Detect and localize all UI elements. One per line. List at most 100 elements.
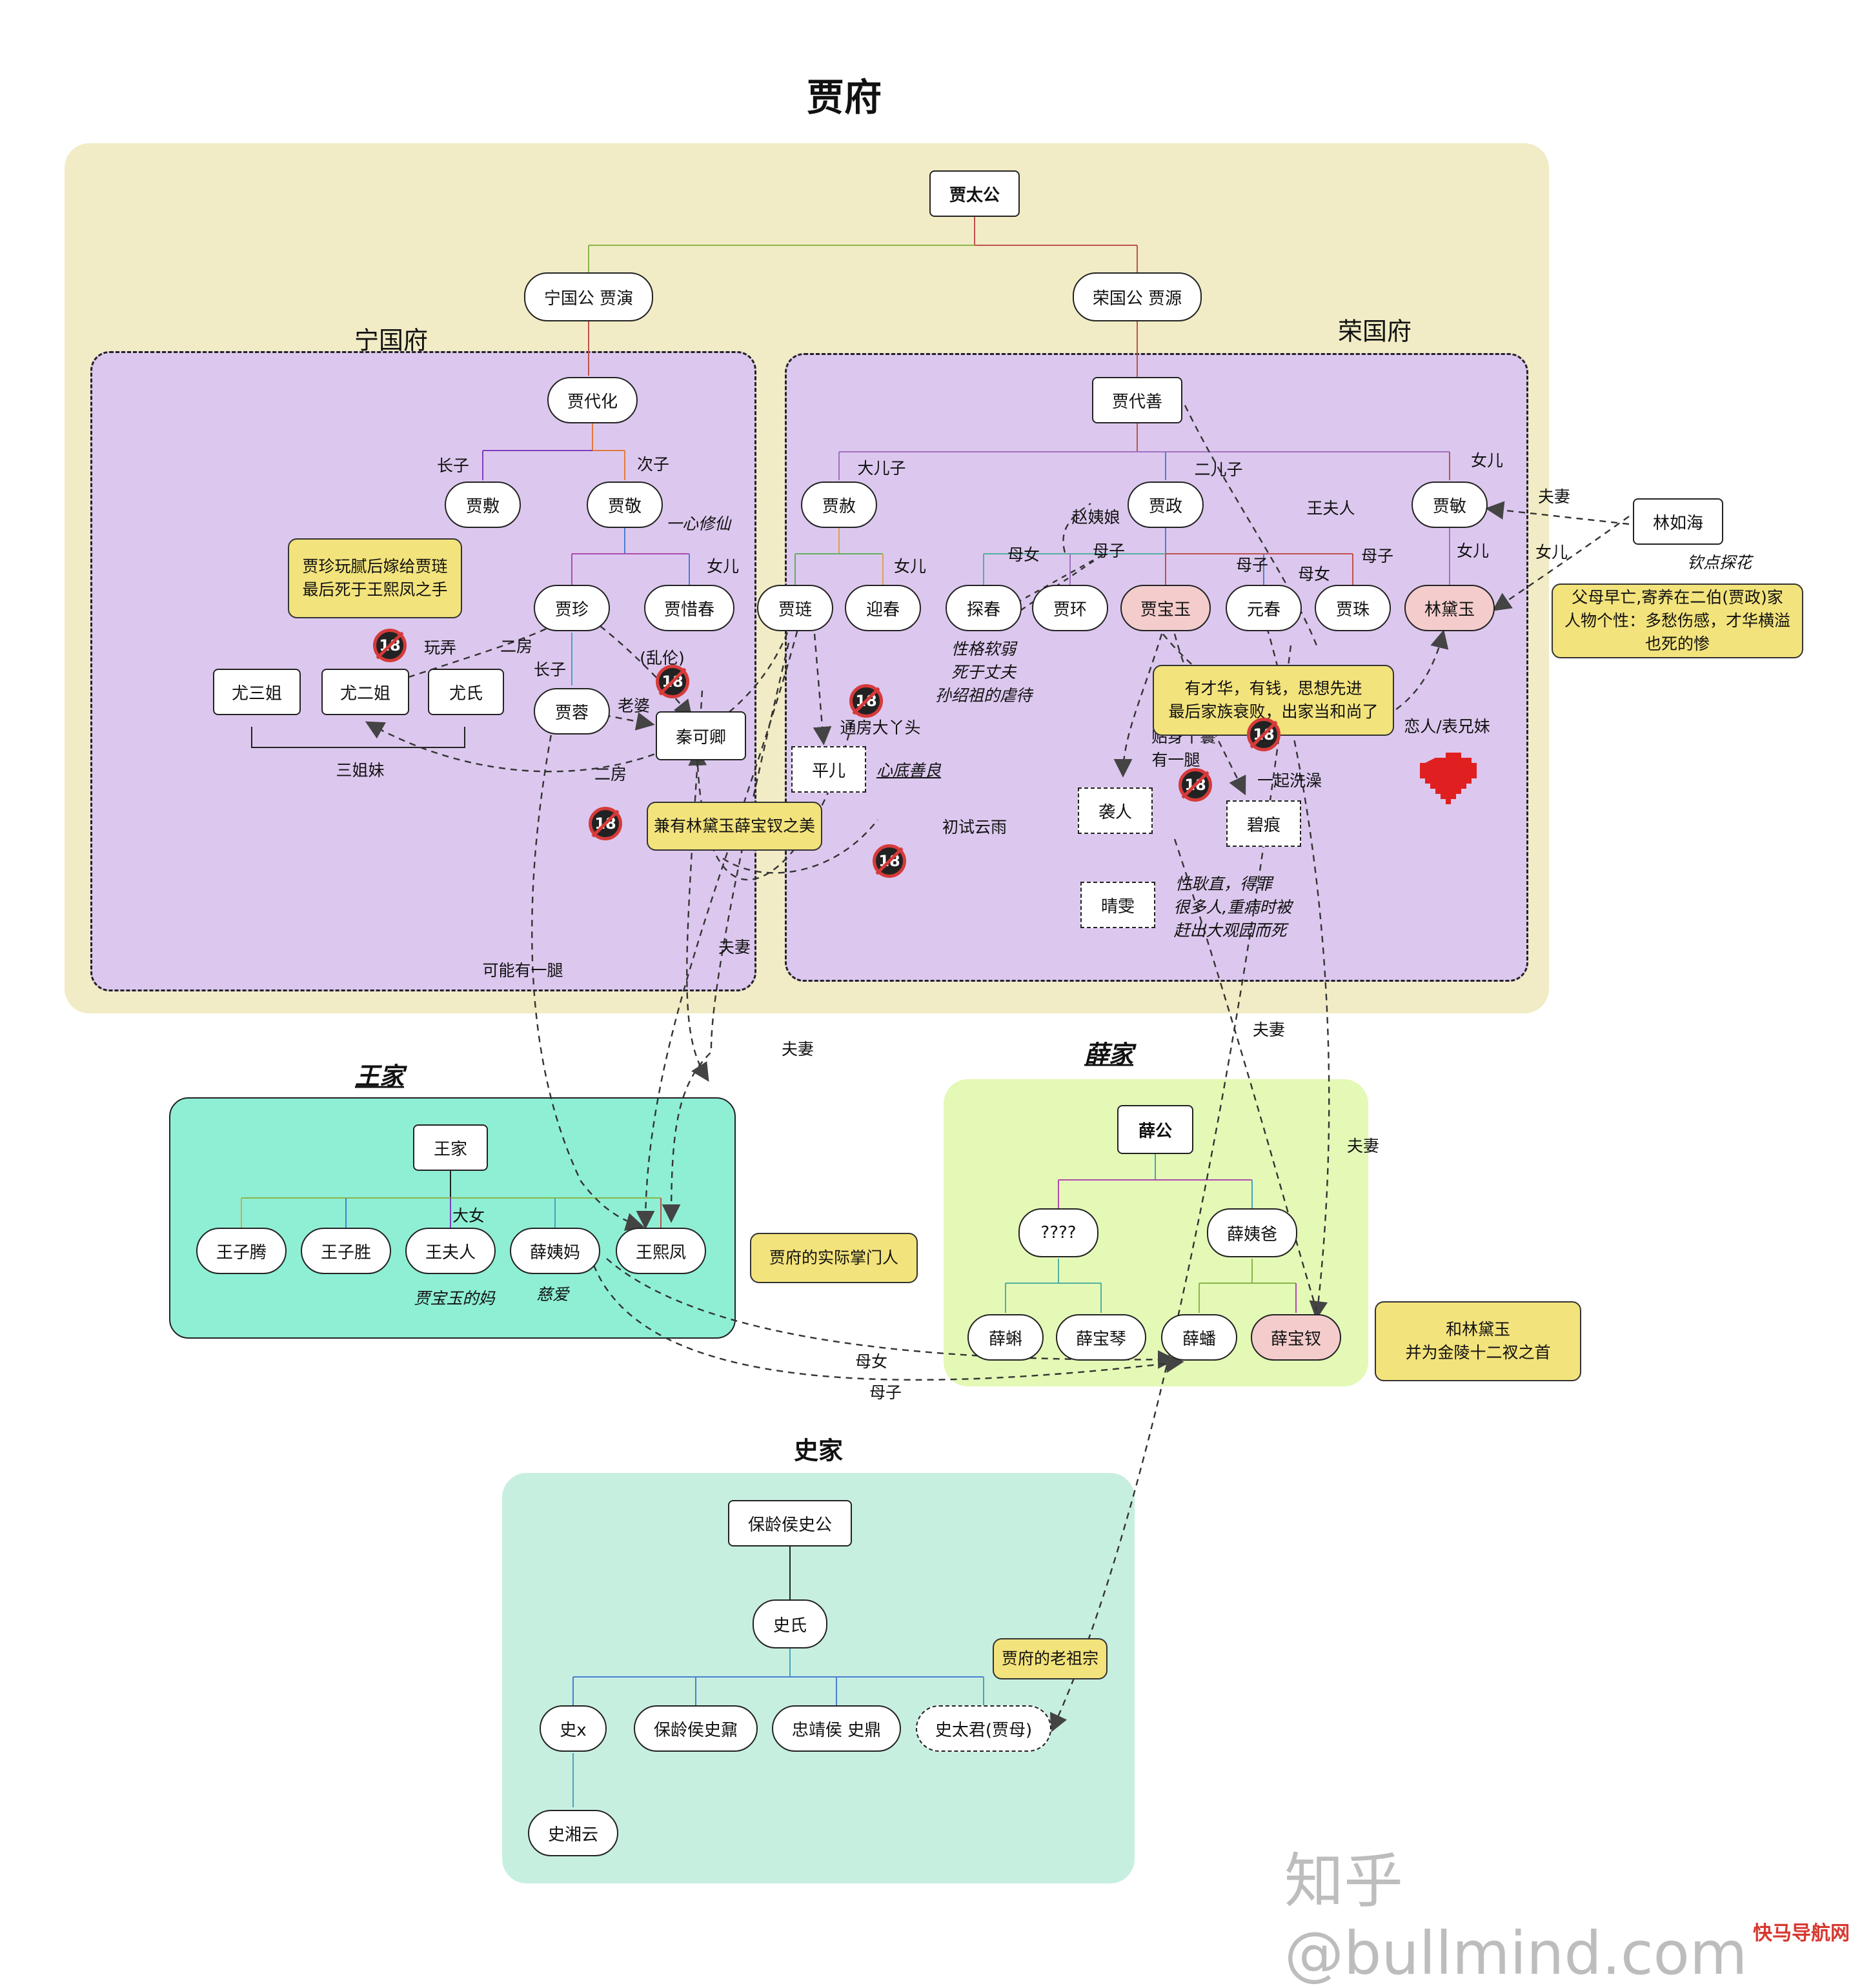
label-fuqi2: 夫妻: [781, 1040, 815, 1059]
node-xue-unknown[interactable]: ????: [1018, 1208, 1098, 1257]
node-wang-jia[interactable]: 王家: [413, 1124, 488, 1171]
watermark: 知乎 @bullmind.com: [1284, 1847, 1748, 1988]
node-you-shi[interactable]: 尤氏: [428, 669, 504, 715]
label-daerzi: 大儿子: [857, 459, 906, 478]
label-qindian: 钦点探花: [1686, 553, 1752, 572]
adult-badge-icon: 18: [656, 665, 689, 698]
node-yingchun[interactable]: 迎春: [845, 585, 921, 631]
label-wannong: 玩弄: [423, 638, 457, 657]
node-jia-zheng[interactable]: 贾政: [1128, 482, 1204, 528]
node-you-sanjie[interactable]: 尤三姐: [213, 669, 301, 715]
label-muzi2: 母子: [1235, 556, 1269, 574]
label-nver4: 女儿: [1456, 542, 1490, 560]
node-jia-huan[interactable]: 贾环: [1032, 585, 1108, 631]
node-lin-ruhai[interactable]: 林如海: [1633, 498, 1723, 545]
label-erfang1: 二房: [500, 637, 533, 656]
label-fuqi1: 夫妻: [718, 938, 751, 957]
node-jia-zhu[interactable]: 贾珠: [1315, 585, 1391, 631]
adult-badge-icon: 18: [1247, 718, 1280, 751]
label-muzi1: 母子: [1092, 542, 1126, 560]
node-xue-pan[interactable]: 薛蟠: [1161, 1314, 1237, 1361]
node-ping-er[interactable]: 平儿: [791, 746, 866, 793]
node-bihen[interactable]: 碧痕: [1226, 800, 1301, 847]
node-jia-xichun[interactable]: 贾惜春: [644, 585, 734, 631]
label-nver1: 女儿: [706, 557, 740, 576]
label-muzi3: 母子: [1361, 547, 1394, 565]
node-ningguogong[interactable]: 宁国公 贾演: [524, 272, 653, 321]
node-shi-taijun[interactable]: 史太君(贾母): [916, 1705, 1051, 1752]
node-jia-daishan[interactable]: 贾代善: [1092, 377, 1182, 423]
ningguo-region: [90, 351, 756, 991]
node-xue-yiba[interactable]: 薛姨爸: [1207, 1208, 1297, 1257]
label-yixinxiuxian: 一心修仙: [665, 514, 731, 533]
label-erfang2: 二房: [594, 765, 627, 784]
label-muzi4: 母子: [869, 1383, 902, 1402]
node-baolinghou-shinai[interactable]: 保龄侯史鼐: [634, 1705, 758, 1752]
section-title-wang: 王家: [354, 1062, 405, 1091]
section-title-ningguo: 宁国府: [354, 326, 429, 355]
node-wang-zisheng[interactable]: 王子胜: [301, 1228, 391, 1274]
heart-icon: [1420, 753, 1477, 804]
node-xiren[interactable]: 袭人: [1078, 787, 1153, 834]
section-title-xue: 薛家: [1084, 1040, 1134, 1069]
node-jia-min[interactable]: 贾敏: [1412, 482, 1488, 528]
node-rongguogong[interactable]: 荣国公 贾源: [1073, 272, 1202, 321]
adult-badge-icon: 18: [849, 684, 883, 718]
label-munv2: 母女: [1297, 565, 1331, 583]
node-qingwen[interactable]: 晴雯: [1080, 882, 1155, 928]
node-xue-ke[interactable]: 薛蝌: [967, 1314, 1044, 1361]
node-wang-furen[interactable]: 王夫人: [405, 1228, 496, 1274]
label-munv3: 母女: [855, 1352, 888, 1371]
node-xue-baoqin[interactable]: 薛宝琴: [1056, 1314, 1146, 1361]
label-qingwen2: 很多人,重病时被: [1173, 898, 1292, 917]
label-youyitui: 有一腿: [1151, 751, 1200, 769]
node-baolinghou-shigong[interactable]: 保龄侯史公: [728, 1500, 852, 1547]
node-jia-zhen[interactable]: 贾珍: [534, 585, 610, 631]
label-zhaoyiniang: 赵姨娘: [1071, 508, 1120, 527]
node-yuanchun[interactable]: 元春: [1226, 585, 1302, 631]
label-yiqixizao: 一起洗澡: [1257, 771, 1322, 790]
label-qingwen1: 性耿直，得罪: [1175, 875, 1273, 893]
node-xue-yima[interactable]: 薛姨妈: [510, 1228, 600, 1274]
label-erer: 二儿子: [1194, 460, 1243, 479]
section-title-shi: 史家: [793, 1436, 844, 1465]
label-cizi: 次子: [636, 455, 670, 474]
node-xue-gong[interactable]: 薛公: [1117, 1105, 1193, 1154]
node-jia-taigong[interactable]: 贾太公: [929, 170, 1020, 217]
node-jia-jing[interactable]: 贾敬: [587, 482, 663, 528]
label-qingwen3: 赶出大观园而死: [1173, 921, 1287, 940]
note-baochai: 和林黛玉并为金陵十二衩之首: [1375, 1301, 1581, 1381]
section-title-rongguo: 荣国府: [1337, 317, 1412, 346]
node-wang-ziteng[interactable]: 王子腾: [196, 1228, 287, 1274]
adult-badge-icon: 18: [589, 807, 622, 840]
watermark-2: 快马导航网: [1753, 1922, 1850, 1945]
label-ciai: 慈爱: [536, 1285, 569, 1304]
label-laopo: 老婆: [617, 696, 651, 715]
node-shi-shi[interactable]: 史氏: [753, 1599, 827, 1648]
label-zhangzi1: 长子: [436, 456, 470, 475]
node-zhongjinghou-shiding[interactable]: 忠靖侯 史鼎: [772, 1705, 901, 1752]
node-you-erjie[interactable]: 尤二姐: [321, 669, 409, 715]
label-tanchun-desc1: 性格软弱: [951, 640, 1017, 658]
node-shi-x[interactable]: 史x: [540, 1705, 607, 1752]
label-wangfuren: 王夫人: [1306, 499, 1355, 518]
node-shi-xiangyun[interactable]: 史湘云: [528, 1810, 618, 1856]
label-zhangzi2: 长子: [533, 660, 567, 679]
node-jia-baoyu[interactable]: 贾宝玉: [1120, 585, 1211, 631]
node-wang-xifeng[interactable]: 王熙凤: [616, 1228, 706, 1274]
node-jia-rong[interactable]: 贾蓉: [534, 688, 610, 735]
node-tanchun[interactable]: 探春: [946, 585, 1022, 631]
label-chushi: 初试云雨: [942, 818, 1007, 837]
node-lin-daiyu[interactable]: 林黛玉: [1404, 585, 1495, 631]
node-jia-daihua[interactable]: 贾代化: [547, 377, 638, 423]
node-qin-keqing[interactable]: 秦可卿: [656, 711, 746, 760]
label-nver5: 女儿: [1535, 543, 1568, 562]
connector-lines: [241, 217, 1630, 1807]
label-danv: 大女: [452, 1206, 485, 1225]
node-jia-fu[interactable]: 贾敷: [445, 482, 521, 528]
node-jia-she[interactable]: 贾赦: [801, 482, 877, 528]
label-keneng: 可能有一腿: [482, 961, 563, 980]
node-jia-lian[interactable]: 贾琏: [757, 585, 833, 631]
note-jiamu: 贾府的老祖宗: [993, 1638, 1108, 1679]
node-xue-baochai[interactable]: 薛宝钗: [1251, 1314, 1341, 1361]
